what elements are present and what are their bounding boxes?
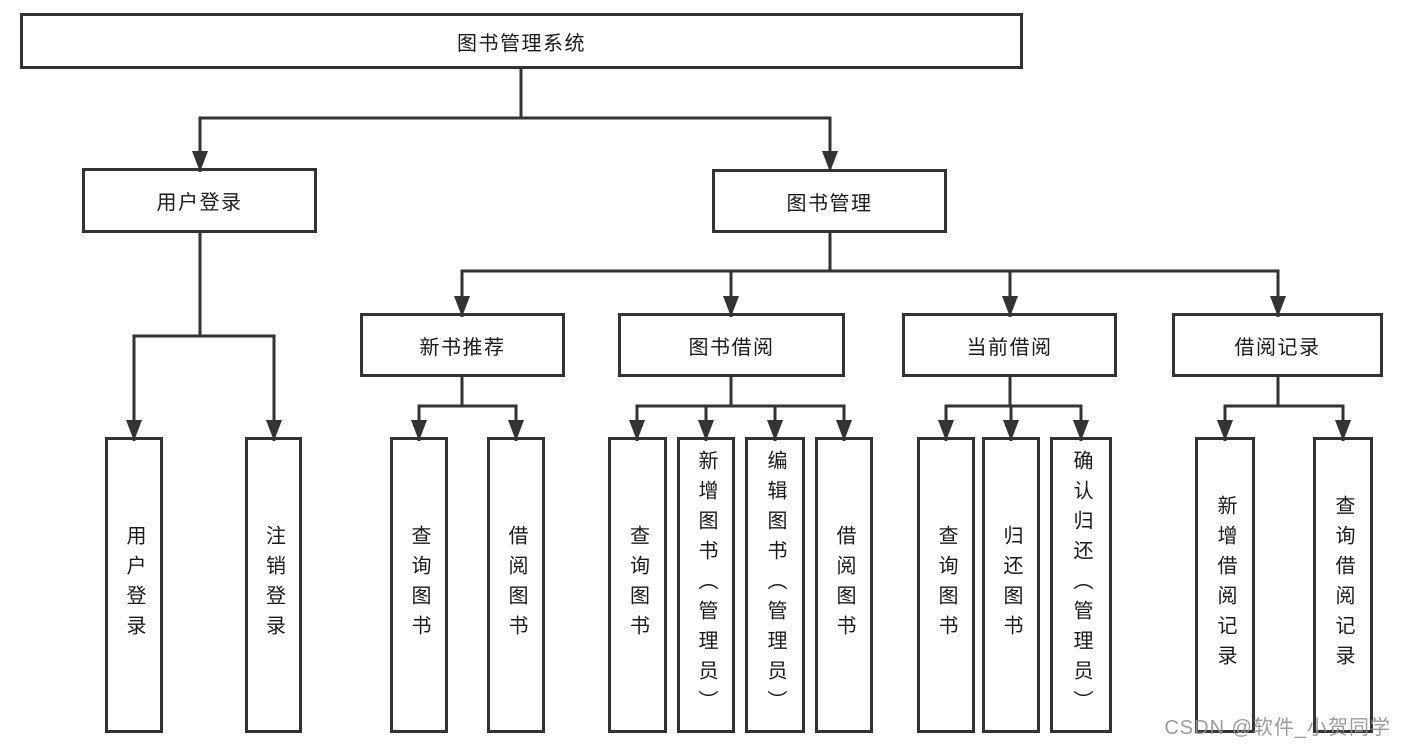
node-label: 查询图书 [626,525,649,645]
node-label: 用户登录 [156,192,243,214]
node-label: 查询图书 [408,525,430,645]
node-label: 新增借阅记录 [1214,495,1236,675]
node-label: 注销登录 [262,525,285,645]
node-add-books-admin: 新增图书（管理员） [677,437,735,733]
node-confirm-return-admin: 确认归还（管理员） [1050,437,1112,733]
node-return-books: 归还图书 [982,437,1040,733]
node-label: 新书推荐 [419,336,506,359]
node-query-books-recommend: 查询图书 [390,437,448,733]
node-label: 用户登录 [123,525,145,645]
node-borrow-books-borrowing: 借阅图书 [815,437,873,733]
node-label: 归还图书 [1000,525,1022,645]
node-label: 查询图书 [935,525,957,645]
node-book-management-branch: 图书管理 [712,169,947,233]
node-label: 借阅图书 [833,525,855,645]
node-label: 编辑图书（管理员） [764,450,786,720]
node-label: 图书借阅 [688,336,775,359]
node-library-management-system: 图书管理系统 [20,13,1023,69]
node-label: 借阅记录 [1234,336,1321,359]
node-label: 新增图书（管理员） [695,450,717,720]
node-borrowing-records: 借阅记录 [1172,313,1383,377]
node-add-borrow-record: 新增借阅记录 [1195,437,1255,733]
node-label: 确认归还（管理员） [1070,450,1092,720]
node-label: 当前借阅 [966,336,1053,359]
node-edit-books-admin: 编辑图书（管理员） [745,437,805,733]
node-label: 图书管理系统 [457,32,586,55]
node-borrow-books-recommend: 借阅图书 [487,437,545,733]
node-query-books-borrowing: 查询图书 [608,437,667,733]
node-query-borrow-record: 查询借阅记录 [1313,437,1373,733]
node-label: 图书管理 [786,192,873,215]
node-label: 查询借阅记录 [1332,495,1354,675]
node-new-book-recommendation: 新书推荐 [360,313,565,377]
node-user-login-leaf: 用户登录 [105,437,163,733]
node-current-borrowing: 当前借阅 [902,313,1117,377]
node-book-borrowing: 图书借阅 [618,313,845,377]
node-logout-leaf: 注销登录 [245,437,302,733]
node-query-books-current: 查询图书 [917,437,975,733]
csdn-watermark: CSDN @软件_小贺同学 [1164,717,1391,739]
node-user-login-branch: 用户登录 [82,168,317,233]
edges [126,67,1351,441]
node-label: 借阅图书 [505,525,527,645]
